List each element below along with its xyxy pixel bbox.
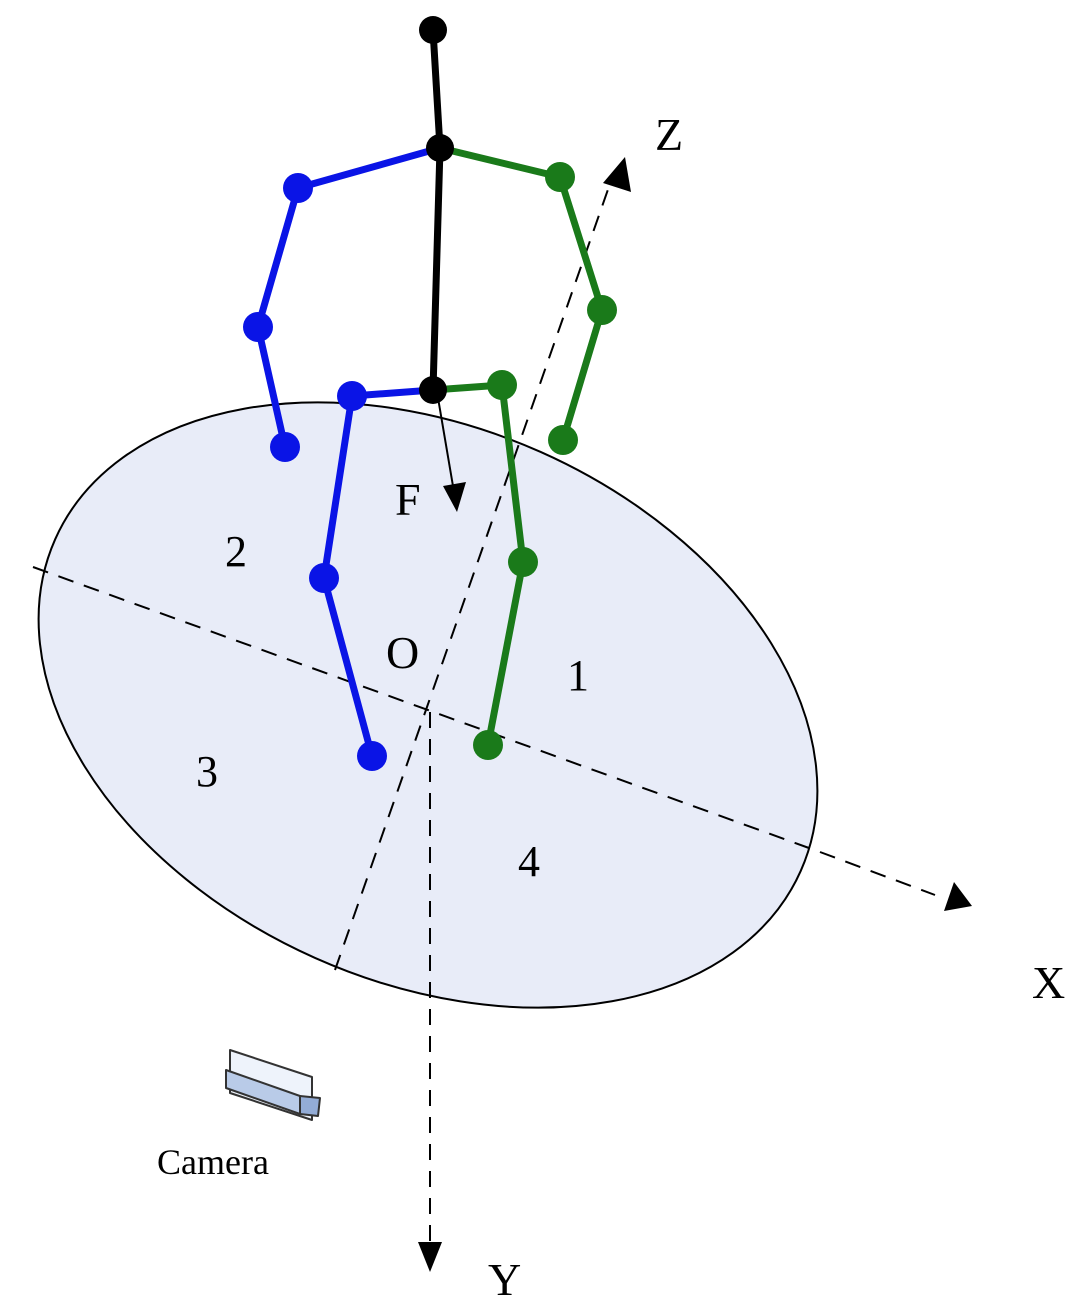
x-axis-line	[819, 851, 936, 896]
left-leg	[320, 386, 437, 760]
quadrant-label-2: 2	[225, 527, 247, 576]
camera-icon	[225, 1049, 321, 1121]
right-joints	[473, 162, 617, 760]
z-axis-line	[334, 177, 613, 971]
right-elbow-joint	[587, 295, 617, 325]
quadrant-label-3: 3	[196, 747, 218, 796]
right-arm	[436, 144, 606, 444]
z-axis-arrowhead	[603, 157, 631, 192]
right-leg	[429, 381, 527, 749]
neck-joint	[426, 134, 454, 162]
skeleton-right-limbs	[429, 144, 606, 749]
left-hand-joint	[270, 432, 300, 462]
force-label: F	[395, 474, 421, 525]
camera-label: Camera	[157, 1142, 269, 1182]
head-joint	[419, 16, 447, 44]
left-joints	[243, 173, 387, 771]
y-axis-label: Y	[488, 1254, 521, 1305]
force-arrowhead	[443, 482, 466, 512]
right-shoulder-joint	[545, 162, 575, 192]
x-axis-arrowhead	[944, 882, 972, 911]
force-plate	[37, 401, 819, 1009]
left-shoulder-joint	[283, 173, 313, 203]
quadrant-label-4: 4	[518, 837, 540, 886]
x-axis-label: X	[1032, 957, 1065, 1008]
right-knee-joint	[508, 547, 538, 577]
origin-label: O	[386, 627, 419, 678]
left-elbow-joint	[243, 312, 273, 342]
quadrant-label-1: 1	[567, 651, 589, 700]
skeleton-left-limbs	[254, 144, 444, 760]
force-arrow	[436, 391, 455, 493]
right-hip-joint	[487, 370, 517, 400]
y-axis-arrowhead	[418, 1242, 442, 1272]
left-foot-joint	[357, 741, 387, 771]
z-axis-label: Z	[655, 109, 683, 160]
left-knee-joint	[309, 563, 339, 593]
pelvis-joint	[419, 376, 447, 404]
right-foot-joint	[473, 730, 503, 760]
right-hand-joint	[548, 425, 578, 455]
spine-joints	[419, 16, 454, 404]
left-hip-joint	[337, 381, 367, 411]
left-arm	[254, 144, 444, 451]
skeleton-spine	[429, 26, 444, 394]
